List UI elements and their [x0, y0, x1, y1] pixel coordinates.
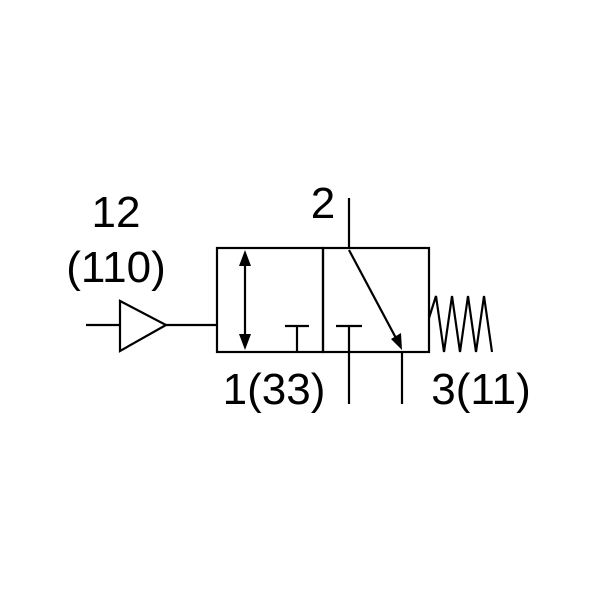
pilot-actuator	[86, 299, 217, 353]
right-box-flow-arrow	[348, 249, 402, 350]
arrow-diagonal-icon	[391, 333, 402, 350]
spring-icon	[427, 295, 494, 353]
outlet-port-label: 2	[311, 179, 335, 228]
pilot-port-alt-label: (110)	[66, 243, 165, 292]
supply-port-label: 1(33)	[223, 365, 326, 414]
pilot-triangle-icon	[118, 299, 169, 353]
arrow-up-icon	[239, 250, 251, 266]
pilot-port-label: 12	[92, 188, 141, 237]
exhaust-port-label: 3(11)	[431, 365, 530, 414]
valve-box-right	[321, 246, 431, 354]
left-box-flow-arrow	[239, 250, 251, 350]
valve-box-left	[215, 246, 325, 354]
valve-body	[215, 246, 431, 354]
right-box-blocked-port	[336, 324, 362, 404]
arrow-down-icon	[239, 334, 251, 350]
left-box-blocked-port	[285, 324, 309, 352]
